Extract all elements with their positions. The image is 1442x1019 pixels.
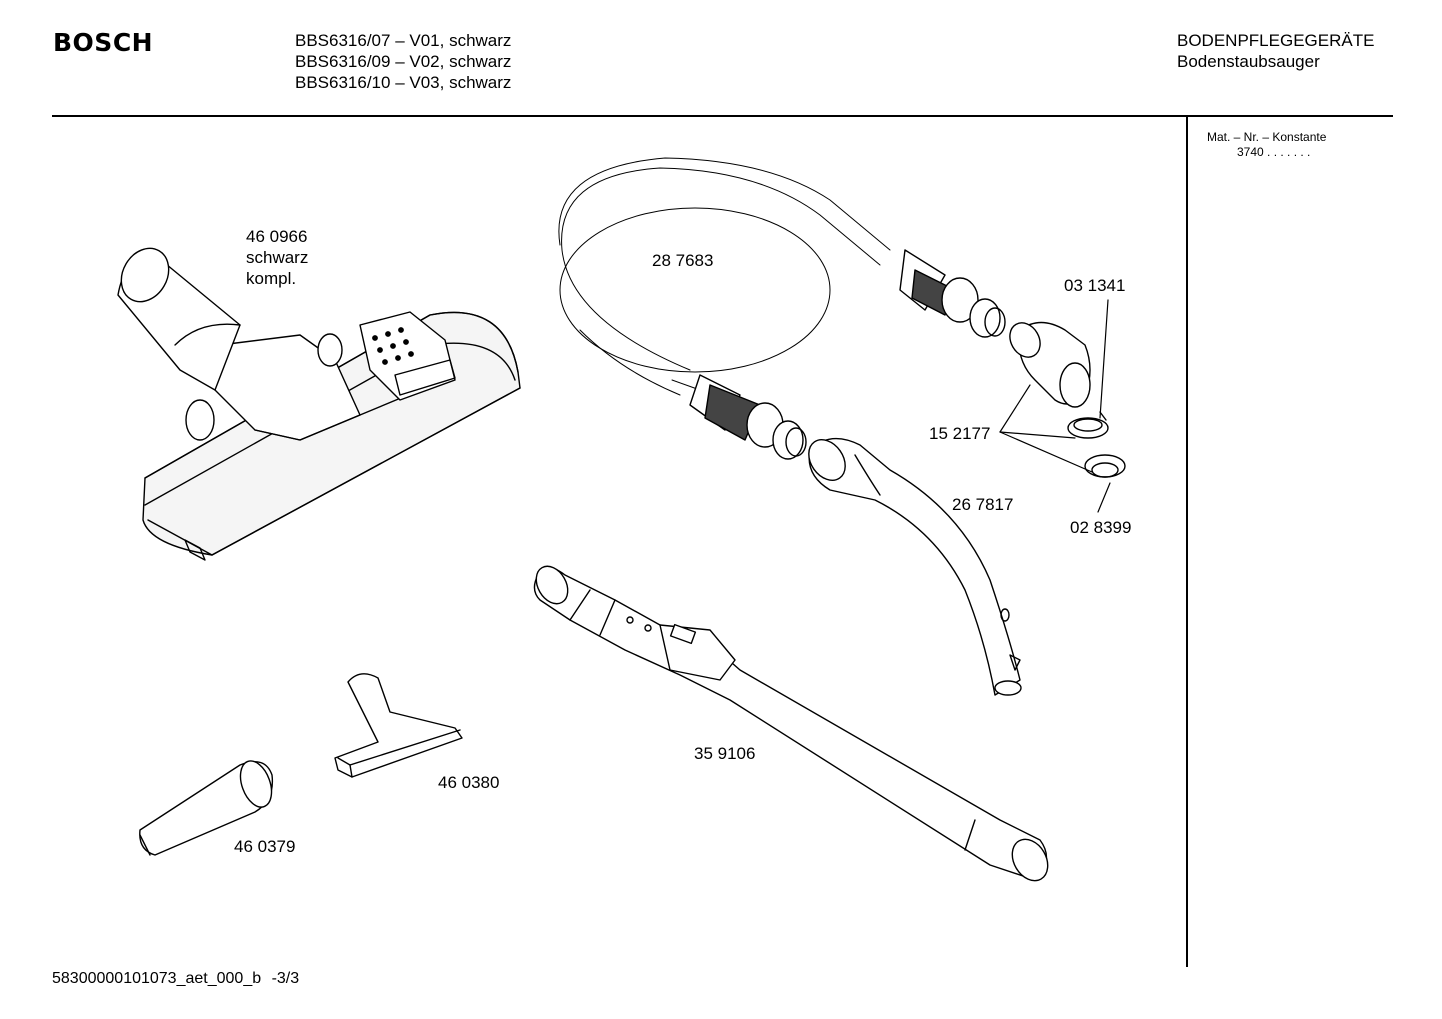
upholstery-nozzle-illustration bbox=[334, 673, 463, 778]
material-constant-label: Mat. – Nr. – Konstante bbox=[1207, 130, 1327, 144]
hose-end-lower bbox=[689, 374, 807, 460]
handle-illustration bbox=[808, 437, 1022, 696]
crevice-tool-illustration bbox=[139, 760, 274, 856]
label-hose: 28 7683 bbox=[652, 251, 714, 270]
category-subtitle: Bodenstaubsauger bbox=[1177, 52, 1320, 71]
label-tube: 35 9106 bbox=[694, 744, 756, 763]
model-line-2: BBS6316/09 – V02, schwarz bbox=[295, 52, 512, 71]
category-block: BODENPFLEGEGERÄTE Bodenstaubsauger bbox=[1177, 30, 1374, 72]
label-floor-nozzle-color: schwarz bbox=[246, 248, 309, 267]
label-floor-nozzle-number: 46 0966 bbox=[246, 227, 308, 246]
sidebar-divider bbox=[1186, 117, 1188, 967]
label-upholstery-nozzle: 46 0380 bbox=[438, 773, 500, 792]
model-line-3: BBS6316/10 – V03, schwarz bbox=[295, 73, 512, 92]
footer-page: -3/3 bbox=[271, 970, 300, 987]
material-constant-value: 3740 . . . . . . . bbox=[1237, 145, 1311, 159]
tube-illustration bbox=[533, 565, 1049, 882]
footer: 58300000101073_aet_000_b -3/3 bbox=[52, 970, 299, 988]
brand-logo: BOSCH bbox=[53, 28, 154, 57]
label-clip: 15 2177 bbox=[929, 424, 991, 443]
elbow-illustration bbox=[1009, 321, 1091, 408]
model-line-1: BBS6316/07 – V01, schwarz bbox=[295, 31, 512, 50]
label-ring: 02 8399 bbox=[1070, 518, 1132, 537]
label-floor-nozzle: 46 0966 schwarz kompl. bbox=[246, 226, 308, 289]
header-divider bbox=[52, 115, 1393, 117]
ring-illustration bbox=[1084, 454, 1126, 478]
floor-nozzle-illustration bbox=[117, 247, 521, 561]
label-handle: 26 7817 bbox=[952, 495, 1014, 514]
clip-illustration bbox=[1067, 411, 1109, 439]
leader-lines bbox=[999, 299, 1111, 513]
model-list: BBS6316/07 – V01, schwarz BBS6316/09 – V… bbox=[295, 30, 511, 93]
material-constant: Mat. – Nr. – Konstante 3740 . . . . . . … bbox=[1207, 130, 1326, 160]
label-floor-nozzle-complete: kompl. bbox=[246, 269, 297, 288]
label-elbow: 03 1341 bbox=[1064, 276, 1126, 295]
hose-illustration bbox=[558, 157, 891, 396]
label-crevice-tool: 46 0379 bbox=[234, 837, 296, 856]
category-title: BODENPFLEGEGERÄTE bbox=[1177, 31, 1375, 50]
hose-end-upper bbox=[899, 249, 1006, 338]
footer-doc-id: 58300000101073_aet_000_b bbox=[52, 970, 262, 987]
